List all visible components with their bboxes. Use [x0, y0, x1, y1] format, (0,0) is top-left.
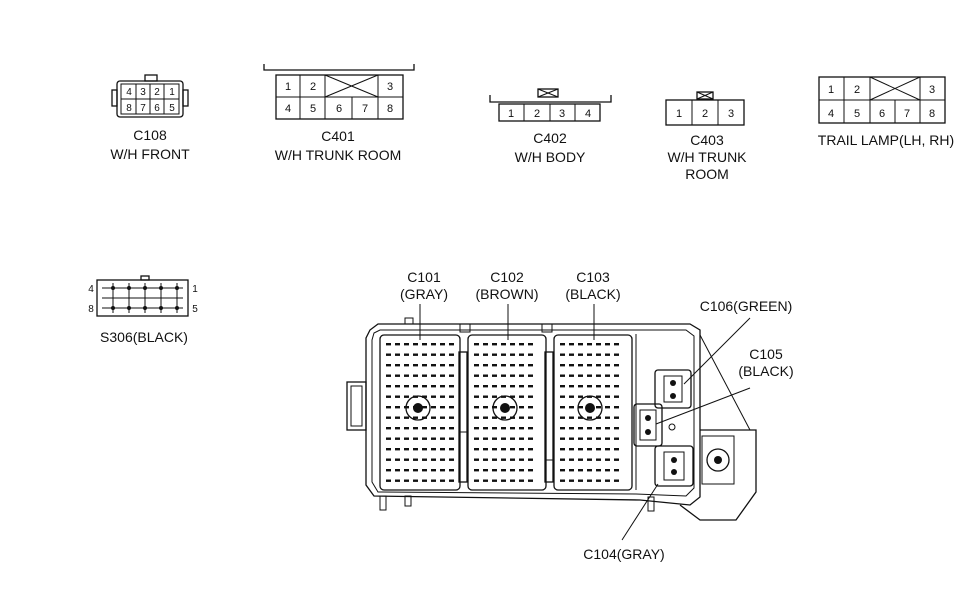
c402-pin-2: 2	[534, 108, 540, 120]
trail-pin-6: 6	[879, 108, 885, 120]
c105-code: C105	[749, 346, 783, 362]
c401-desc: W/H TRUNK ROOM	[275, 147, 402, 163]
c401-pin-6: 6	[336, 103, 342, 115]
c108-pin-7: 7	[140, 103, 146, 114]
s306-pin-1: 1	[192, 284, 198, 295]
c103-code: C103	[576, 269, 610, 285]
trail-pin-5: 5	[854, 108, 860, 120]
c108-pin-2: 2	[154, 87, 160, 98]
c108-pin-6: 6	[154, 103, 160, 114]
s306-pin-8: 8	[88, 304, 94, 315]
c402-pin-4: 4	[585, 108, 591, 120]
junction-box	[346, 317, 757, 521]
trail-pin-4: 4	[828, 108, 834, 120]
connector-c108: 4 3 2 1 8 7 6 5 C108 W/H FRONT	[110, 74, 190, 162]
connector-c403: 1 2 3 C403 W/H TRUNK ROOM	[665, 91, 747, 182]
trail-pin-3: 3	[929, 84, 935, 96]
c108-pin-3: 3	[140, 87, 146, 98]
c402-desc: W/H BODY	[515, 149, 586, 165]
c102-block	[467, 334, 547, 491]
c108-pin-8: 8	[126, 103, 132, 114]
c403-desc-line1: W/H TRUNK	[667, 149, 747, 165]
c102-code: C102	[490, 269, 524, 285]
connector-trail-lamp: 1 2 3 4 5 6 7 8 TRAIL LAMP(LH, RH)	[818, 76, 954, 148]
c104-socket	[654, 445, 694, 487]
c401-pin-1: 1	[285, 81, 291, 93]
c106-label: C106(GREEN)	[700, 298, 793, 314]
c103-color: (BLACK)	[565, 286, 620, 302]
c403-code: C403	[690, 132, 724, 148]
c106-socket	[654, 369, 692, 409]
c401-code: C401	[321, 128, 355, 144]
c402-pin-1: 1	[508, 108, 514, 120]
connector-c401: 1 2 3 4 5 6 7 8 C401 W/H TRUNK ROOM	[263, 64, 415, 163]
trail-pin-1: 1	[828, 84, 834, 96]
c104-label: C104(GRAY)	[583, 546, 664, 562]
c403-pin-3: 3	[728, 108, 734, 120]
c402-pin-3: 3	[559, 108, 565, 120]
c108-code: C108	[133, 127, 167, 143]
trail-pin-7: 7	[904, 108, 910, 120]
c101-color: (GRAY)	[400, 286, 448, 302]
c402-code: C402	[533, 130, 567, 146]
terminal-cavities	[386, 343, 619, 482]
c105-socket	[633, 403, 663, 447]
trail-pin-2: 2	[854, 84, 860, 96]
c403-pin-1: 1	[676, 108, 682, 120]
c101-code: C101	[407, 269, 441, 285]
connector-s306: 4 8 1 5 S306(BLACK)	[88, 275, 198, 345]
c108-pin-5: 5	[169, 103, 175, 114]
s306-pin-4: 4	[88, 284, 94, 295]
leader-lines	[419, 304, 751, 541]
c102-color: (BROWN)	[476, 286, 539, 302]
c108-pin-4: 4	[126, 87, 132, 98]
c401-pin-2: 2	[310, 81, 316, 93]
c403-desc-line2: ROOM	[685, 166, 729, 182]
c401-pin-7: 7	[362, 103, 368, 115]
s306-pin-5: 5	[192, 304, 198, 315]
c401-pin-8: 8	[387, 103, 393, 115]
c401-pin-4: 4	[285, 103, 291, 115]
c401-pin-3: 3	[387, 81, 393, 93]
trail-desc: TRAIL LAMP(LH, RH)	[818, 132, 954, 148]
c108-pin-1: 1	[169, 87, 175, 98]
c108-desc: W/H FRONT	[110, 146, 190, 162]
connector-c402: 1 2 3 4 C402 W/H BODY	[489, 88, 612, 165]
c401-pin-5: 5	[310, 103, 316, 115]
c403-pin-2: 2	[702, 108, 708, 120]
trail-pin-8: 8	[929, 108, 935, 120]
c105-color: (BLACK)	[738, 363, 793, 379]
c103-block	[553, 334, 633, 491]
s306-code: S306(BLACK)	[100, 329, 188, 345]
